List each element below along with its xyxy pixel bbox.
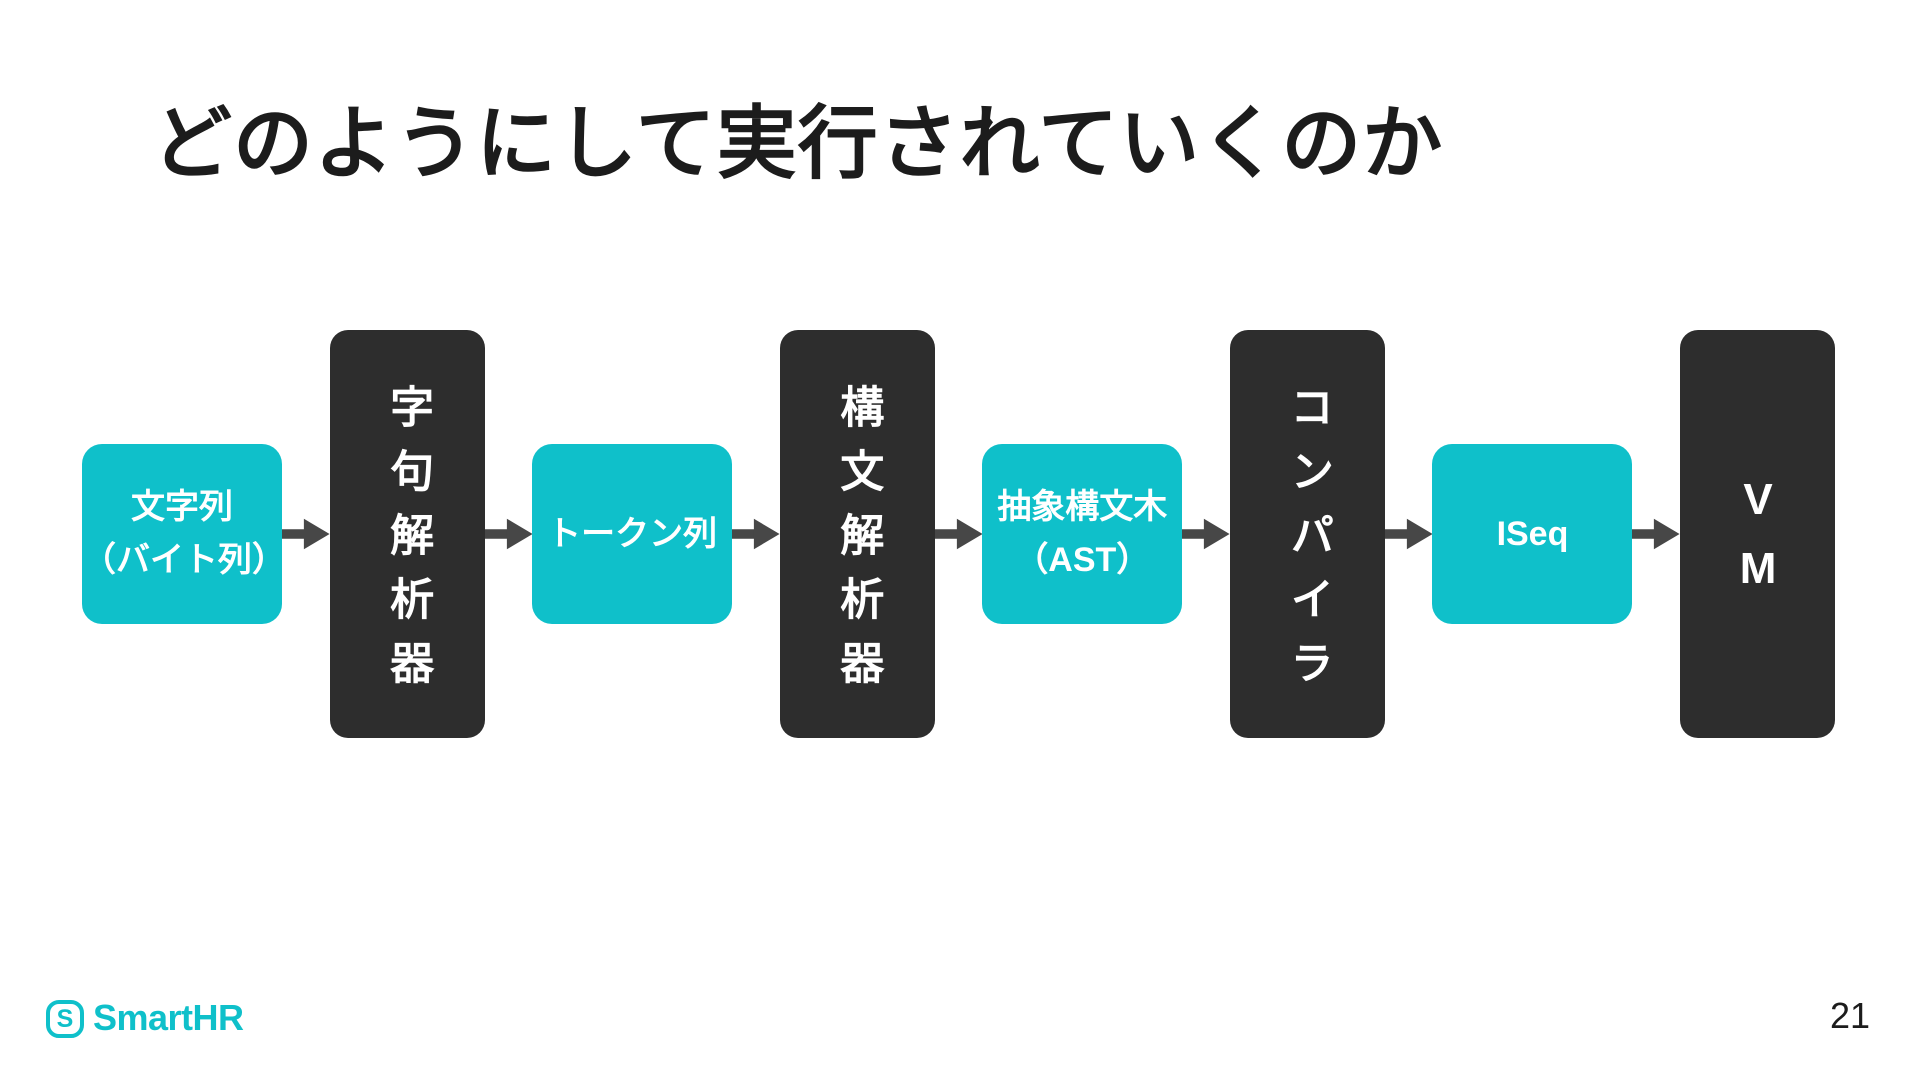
flow-node-iseq: ISeq xyxy=(1432,444,1633,624)
flow-node-parser: 構文解析器 xyxy=(779,330,935,738)
arrow-right-icon xyxy=(934,518,983,550)
flow-node-label: 構文解析器 xyxy=(833,384,883,704)
arrow-right-icon xyxy=(484,518,533,550)
flow-node-label: コンパイラ xyxy=(1283,384,1333,704)
smarthr-logo-text: SmartHR xyxy=(93,997,244,1038)
flow-node-label: VM xyxy=(1733,475,1783,613)
flow-node-label: 文字列 xyxy=(131,488,233,527)
flow-node-ast: 抽象構文木 （AST） xyxy=(982,444,1183,624)
arrow-right-icon xyxy=(732,518,780,550)
arrow-right-icon xyxy=(282,518,330,550)
smarthr-logo: S SmartHR xyxy=(46,1000,244,1038)
slide-title: どのようにして実行されていくのか xyxy=(152,99,1444,188)
flow-node-compiler: コンパイラ xyxy=(1229,330,1385,738)
execution-flow-diagram: 文字列 （バイト列） 字句解析器 トークン列 xyxy=(82,330,1836,738)
smarthr-s-icon: S xyxy=(46,1000,84,1038)
flow-node-token-list: トークン列 xyxy=(532,444,733,624)
flow-node-label: （バイト列） xyxy=(82,541,286,579)
flow-node-label: （AST） xyxy=(1014,541,1151,579)
flow-node-label: 抽象構文木 xyxy=(997,488,1168,527)
flow-node-lexer: 字句解析器 xyxy=(329,330,485,738)
flow-node-label: ISeq xyxy=(1496,514,1569,553)
arrow-right-icon xyxy=(1182,518,1230,550)
arrow-right-icon xyxy=(1384,518,1433,550)
flow-node-label: トークン列 xyxy=(547,514,718,553)
arrow-right-icon xyxy=(1632,518,1681,550)
flow-node-label: 字句解析器 xyxy=(383,384,433,704)
flow-node-vm: VM xyxy=(1680,330,1836,738)
page-number: 21 xyxy=(1829,995,1870,1036)
flow-node-string-bytes: 文字列 （バイト列） xyxy=(82,444,286,624)
